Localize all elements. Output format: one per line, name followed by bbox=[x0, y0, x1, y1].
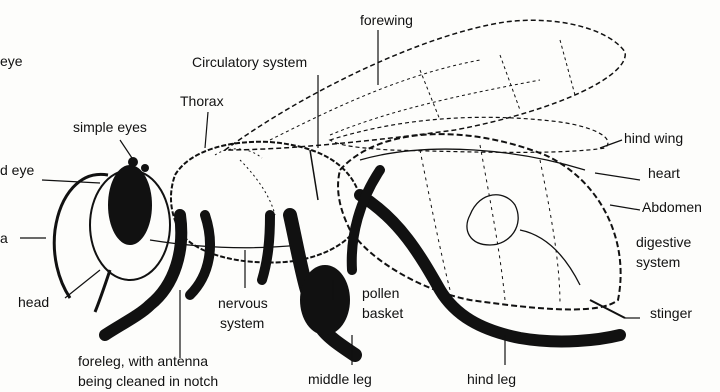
forewing-veins bbox=[270, 40, 575, 140]
label-pollen-basket-2: basket bbox=[362, 305, 403, 321]
label-compound-eye-top: eye bbox=[0, 53, 23, 69]
label-stinger: stinger bbox=[650, 305, 692, 321]
circulatory-system-tube bbox=[310, 150, 318, 200]
antenna-shape bbox=[54, 174, 108, 298]
label-simple-eyes: simple eyes bbox=[73, 119, 147, 135]
heart-line bbox=[360, 149, 585, 170]
label-thorax: Thorax bbox=[180, 93, 224, 109]
label-nervous-system-2: system bbox=[220, 315, 264, 331]
label-middle-leg: middle leg bbox=[308, 371, 372, 387]
label-head: head bbox=[18, 294, 49, 310]
abdomen-shape bbox=[338, 134, 621, 309]
leader-heart bbox=[595, 173, 640, 180]
pollen-basket-shape bbox=[300, 265, 350, 335]
digestive-system-shape bbox=[467, 195, 580, 285]
label-hind-wing: hind wing bbox=[624, 130, 683, 146]
label-foreleg-2: being cleaned in notch bbox=[78, 373, 218, 389]
label-circulatory-system: Circulatory system bbox=[192, 54, 307, 70]
label-abdomen: Abdomen bbox=[642, 199, 702, 215]
compound-eye-shape bbox=[108, 165, 152, 245]
label-heart: heart bbox=[648, 165, 680, 181]
leader-head bbox=[65, 270, 100, 298]
label-antenna: a bbox=[0, 230, 8, 246]
leader-compound-eye bbox=[42, 180, 100, 183]
forewing-shape bbox=[225, 20, 625, 150]
leader-abdomen bbox=[610, 205, 640, 210]
leader-simple-eyes bbox=[120, 140, 132, 158]
label-hind-leg: hind leg bbox=[467, 371, 516, 387]
simple-eye-2 bbox=[141, 164, 149, 172]
mouthparts-shape bbox=[95, 270, 110, 312]
nervous-system-line bbox=[150, 240, 300, 248]
leader-thorax bbox=[205, 112, 208, 148]
simple-eye-1 bbox=[128, 157, 138, 167]
label-nervous-system-1: nervous bbox=[218, 295, 268, 311]
thorax-hair bbox=[215, 149, 275, 215]
label-foreleg-1: foreleg, with antenna bbox=[78, 353, 208, 369]
leader-hind-wing bbox=[600, 140, 622, 148]
label-pollen-basket-1: pollen bbox=[362, 285, 399, 301]
foreleg-2 bbox=[190, 215, 210, 295]
label-digestive-system-2: system bbox=[636, 254, 680, 270]
label-digestive-system-1: digestive bbox=[636, 234, 691, 250]
label-compound-eye-left: d eye bbox=[0, 162, 34, 178]
label-forewing: forewing bbox=[360, 12, 413, 28]
